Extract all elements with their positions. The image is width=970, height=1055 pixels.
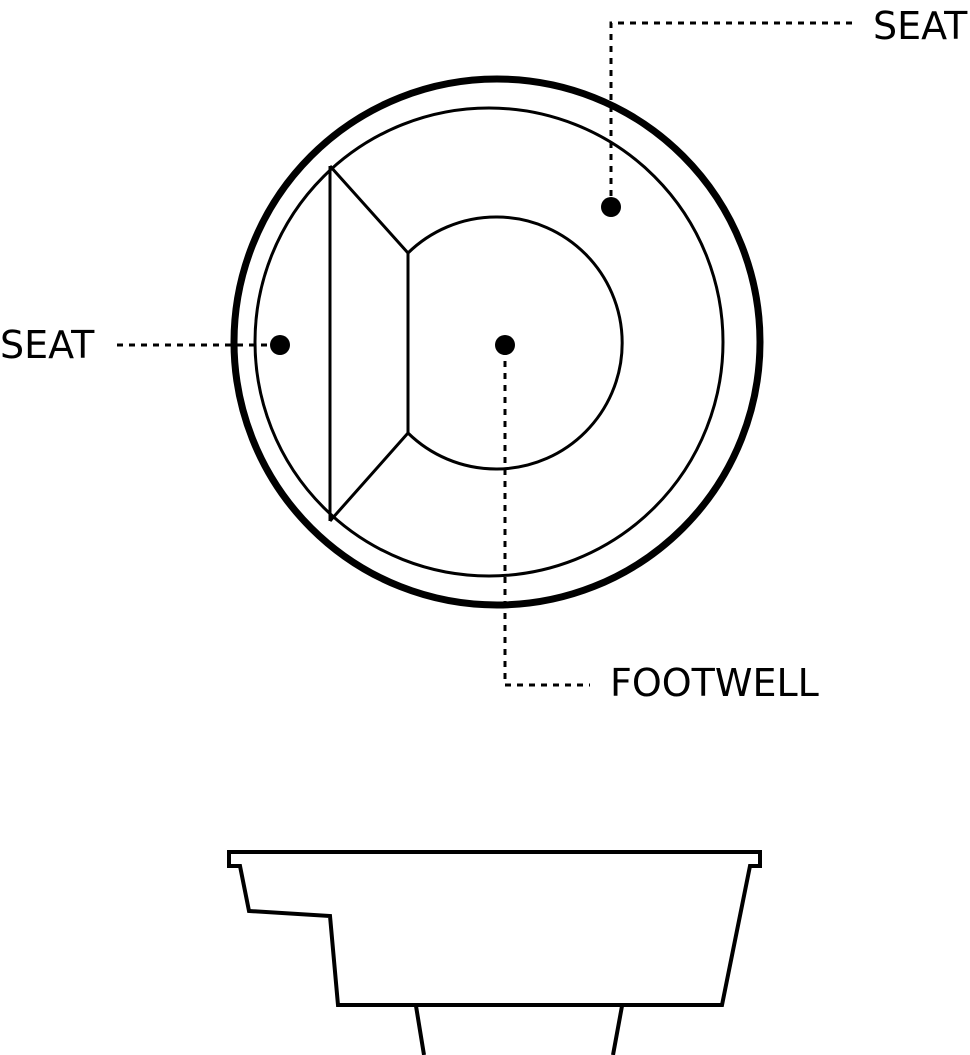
footwell-label: FOOTWELL — [610, 661, 819, 705]
inner-rim — [253, 106, 725, 578]
seat-left-dot — [270, 335, 290, 355]
callout-dots — [270, 197, 621, 355]
callouts — [117, 21, 852, 687]
top-view — [230, 75, 764, 609]
seat-right-leader — [609, 21, 852, 202]
left-seat-outline — [328, 164, 410, 522]
seat-right-dot — [601, 197, 621, 217]
outer-rim — [230, 75, 764, 609]
seat-right-label: SEAT — [873, 4, 968, 48]
side-profile-outline — [227, 850, 762, 1007]
side-view — [227, 850, 762, 1055]
side-profile-base — [414, 1005, 624, 1055]
footwell-outline — [406, 215, 624, 471]
seat-left-label: SEAT — [0, 323, 95, 367]
footwell-leader — [503, 349, 590, 687]
footwell-dot — [495, 335, 515, 355]
